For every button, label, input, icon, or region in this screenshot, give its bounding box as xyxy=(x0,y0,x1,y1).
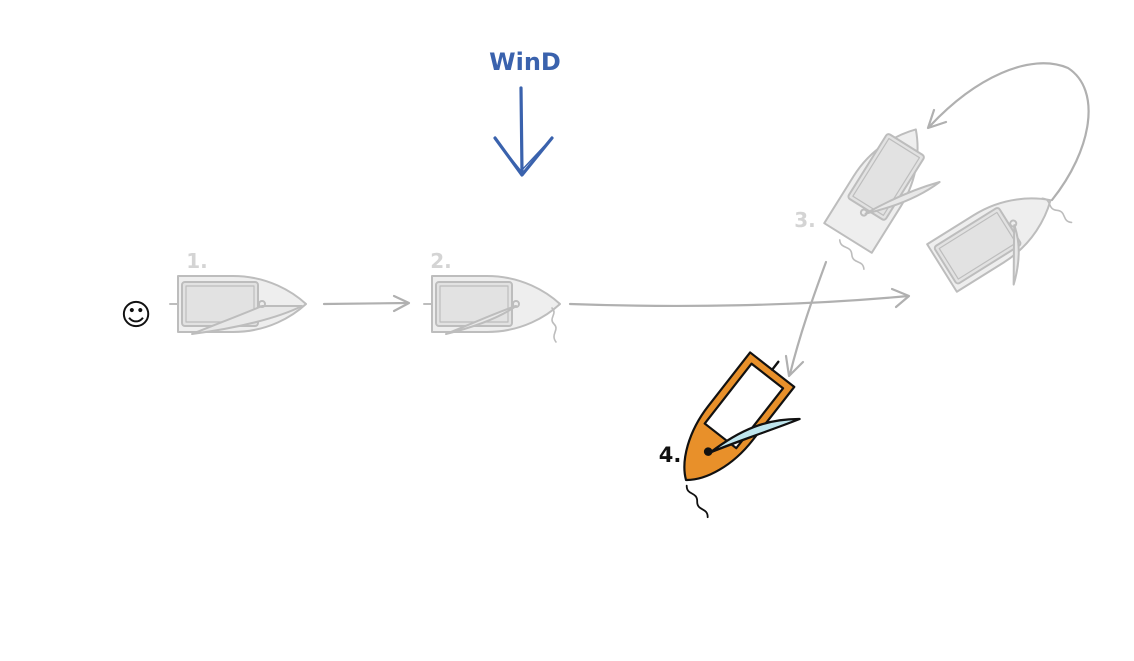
wind-label: WinD xyxy=(489,48,561,76)
arrow-2-to-3 xyxy=(568,287,911,309)
step-label-1: 1. xyxy=(186,249,208,273)
boat-3b-icon xyxy=(926,197,1073,293)
arrow-3-to-4 xyxy=(784,260,828,378)
step-label-2: 2. xyxy=(430,249,452,273)
arrow-1-to-2 xyxy=(322,294,411,313)
boat-2-icon xyxy=(423,275,561,343)
sailor-smiley: ☺ xyxy=(120,298,151,333)
step-label-4: 4. xyxy=(659,443,682,467)
boat-3a-icon xyxy=(823,128,941,270)
boat-4-icon xyxy=(683,351,801,519)
boat-1-icon xyxy=(169,275,307,335)
wind-arrow-icon xyxy=(493,86,554,177)
step-label-3: 3. xyxy=(794,208,816,232)
arrow-loop-3b-to-3a xyxy=(926,62,1090,202)
